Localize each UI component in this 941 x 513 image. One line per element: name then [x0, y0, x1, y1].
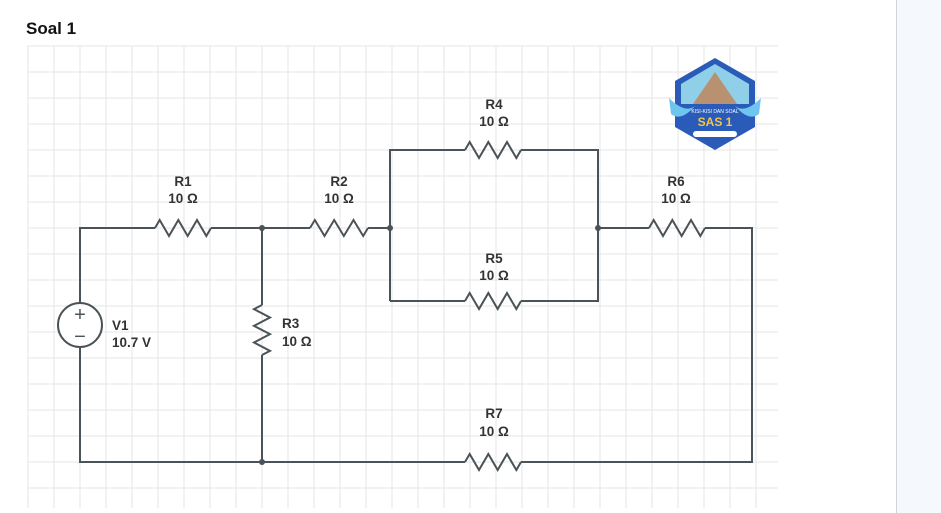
- resistor-r2: [309, 218, 369, 238]
- r2-value: 10 Ω: [324, 191, 354, 206]
- resistor-r3: [251, 304, 273, 356]
- resistor-r5: [464, 291, 522, 311]
- v1-name: V1: [112, 318, 129, 333]
- minus-sign: −: [74, 326, 86, 348]
- r7-name: R7: [485, 406, 502, 421]
- resistor-r6: [648, 218, 706, 238]
- r7-value: 10 Ω: [479, 424, 509, 439]
- r6-value: 10 Ω: [661, 191, 691, 206]
- resistor-r4: [464, 140, 522, 160]
- resistor-r7: [464, 452, 522, 472]
- logo: KISI-KISI DAN SOAL SAS 1: [669, 58, 761, 150]
- r4-name: R4: [485, 97, 503, 112]
- r3-name: R3: [282, 316, 300, 331]
- svg-text:SAS 1: SAS 1: [698, 115, 733, 129]
- voltage-source-v1: + − V1 10.7 V: [57, 302, 151, 350]
- r1-name: R1: [174, 174, 192, 189]
- r4-value: 10 Ω: [479, 114, 509, 129]
- r2-name: R2: [330, 174, 347, 189]
- v1-value: 10.7 V: [112, 335, 151, 350]
- plus-sign: +: [74, 304, 86, 326]
- r5-name: R5: [485, 251, 503, 266]
- r1-value: 10 Ω: [168, 191, 198, 206]
- side-panel: [896, 0, 941, 513]
- wires: [79, 149, 753, 463]
- svg-text:KISI-KISI DAN SOAL: KISI-KISI DAN SOAL: [691, 109, 738, 115]
- r6-name: R6: [667, 174, 685, 189]
- r5-value: 10 Ω: [479, 268, 509, 283]
- page-title: Soal 1: [26, 19, 77, 38]
- r3-value: 10 Ω: [282, 334, 312, 349]
- junction-nodes: [259, 225, 601, 465]
- grid: [27, 45, 778, 508]
- resistor-r1: [154, 218, 212, 238]
